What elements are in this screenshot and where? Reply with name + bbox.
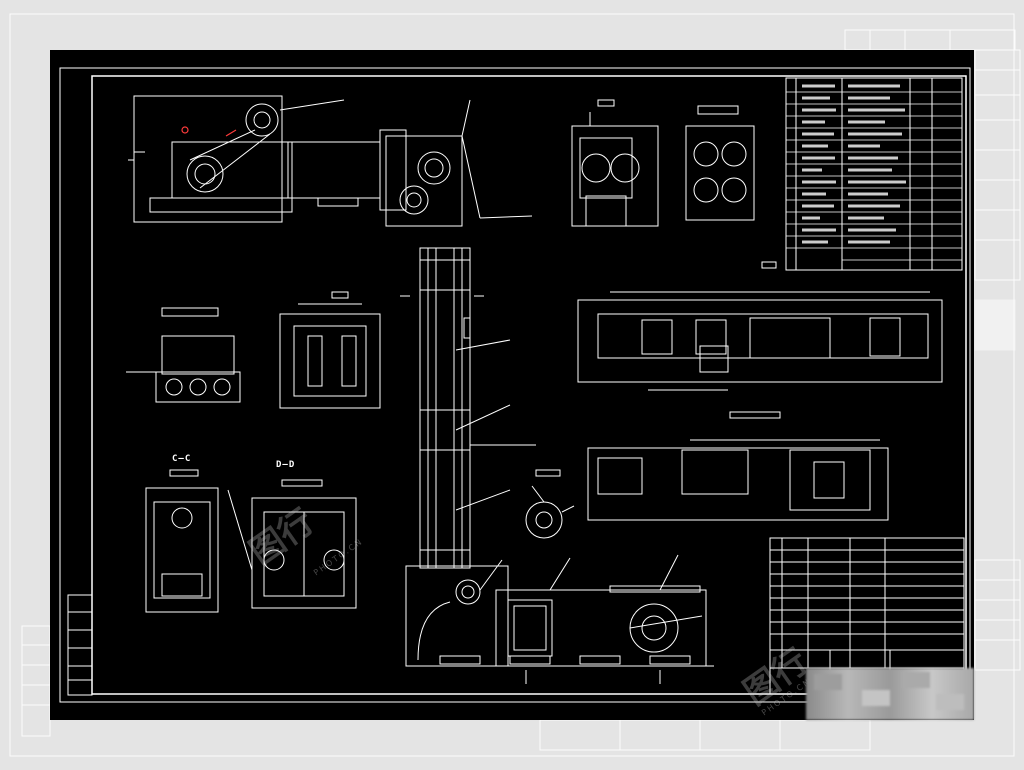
head-drive-detail: [181, 126, 237, 137]
sprocket-detail: [525, 469, 575, 539]
coupling-view: [126, 307, 241, 403]
blurred-title-block: [806, 668, 974, 720]
inner-border: [91, 75, 967, 695]
cad-drawing-sheet: C—C D—D 图行 PHOTO.CN 图行 PHOTO.CN: [50, 50, 974, 720]
bucket-elevator-assembly-drawing: [59, 67, 971, 703]
parts-list-text-marks: [802, 84, 906, 244]
revision-strip: [67, 594, 93, 696]
drive-side-view: [571, 99, 659, 227]
section-cc-view: [145, 469, 219, 613]
elevator-casing: [400, 247, 536, 569]
section-cc-label: C—C: [172, 454, 192, 464]
section-dd-view: [227, 479, 357, 609]
head-drive-assembly: [128, 95, 407, 223]
conveyor-plan-view: [577, 261, 943, 391]
drive-end-view: [685, 105, 755, 221]
parts-list-rows: [786, 91, 962, 261]
elevator-boot: [405, 554, 714, 684]
conveyor-elevation-view: [587, 411, 889, 521]
parts-list-table: [785, 77, 963, 271]
outer-border: [59, 67, 971, 703]
section-dd-label: D—D: [276, 460, 296, 470]
section-view-top: [279, 291, 381, 409]
elevator-head: [385, 99, 533, 227]
